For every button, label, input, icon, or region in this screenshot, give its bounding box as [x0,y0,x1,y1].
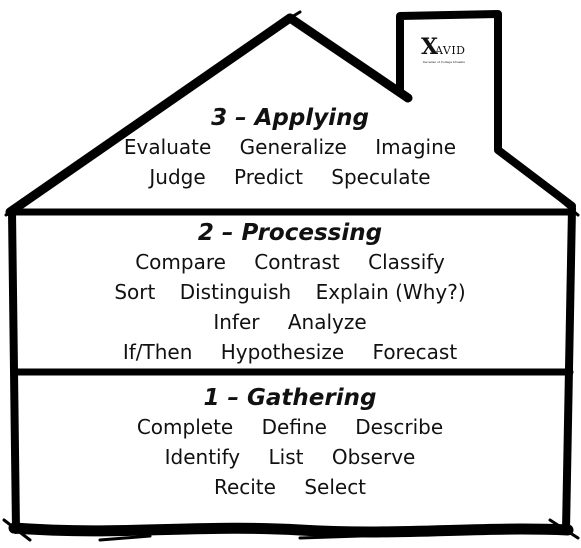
word-row: Identify List Observe [30,442,550,472]
verb: Observe [331,445,416,469]
logo-mark: X [421,34,439,60]
level-title: 1 – Gathering [203,385,377,411]
verb: Analyze [287,310,367,334]
word-row: Evaluate Generalize Imagine [30,132,550,162]
verb: Imagine [375,135,457,159]
roof-left-edge [5,13,295,217]
level-gathering: 1 – Gathering Complete Define Describe I… [30,384,550,502]
verb: If/Then [122,340,193,364]
word-row: If/Then Hypothesize Forecast [30,337,550,367]
word-row: Compare Contrast Classify [30,247,550,277]
word-row: Recite Select [30,472,550,502]
verb: Infer [213,310,260,334]
verb: Speculate [331,165,431,189]
verb: Explain (Why?) [315,280,466,304]
level-title: 2 – Processing [197,220,383,246]
verb: Evaluate [123,135,212,159]
logo-name: AVID [435,44,466,57]
word-row: Judge Predict Speculate [30,162,550,192]
word-row: Complete Define Describe [30,412,550,442]
word-row: Sort Distinguish Explain (Why?) [30,277,550,307]
verb: Generalize [239,135,347,159]
chimney [396,10,576,210]
floor [8,522,574,538]
verb: Describe [355,415,444,439]
verb: Define [261,415,327,439]
verb: Complete [136,415,234,439]
verb: Judge [149,165,206,189]
logo-tagline: Decades of College Dreams [423,60,465,64]
level-title: 3 – Applying [211,105,369,131]
verb: Recite [213,475,276,499]
verb: Identify [164,445,241,469]
verb: Compare [135,250,226,274]
verb: Contrast [254,250,340,274]
verb: Hypothesize [220,340,345,364]
verb: Select [304,475,367,499]
verb: Distinguish [179,280,292,304]
roof-right-edge [285,13,413,103]
verb: Sort [114,280,156,304]
verb: Classify [368,250,445,274]
verb: List [268,445,304,469]
word-row: Infer Analyze [30,307,550,337]
verb: Predict [234,165,303,189]
level-applying: 3 – Applying Evaluate Generalize Imagine… [30,104,550,192]
verb: Forecast [372,340,458,364]
level-processing: 2 – Processing Compare Contrast Classify… [30,219,550,367]
avid-logo: X AVID Decades of College Dreams [421,34,483,66]
